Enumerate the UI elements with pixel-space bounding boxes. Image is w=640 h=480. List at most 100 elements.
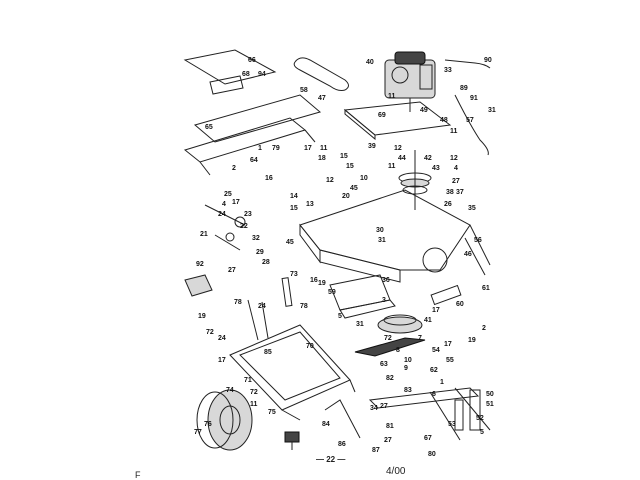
control-linkage (204, 204, 246, 251)
part-callout-86: 86 (338, 441, 346, 448)
part-callout-26: 26 (444, 201, 452, 208)
part-callout-17: 17 (304, 145, 312, 152)
part-callout-9: 9 (404, 365, 408, 372)
part-callout-53: 53 (448, 421, 456, 428)
part-callout-11: 11 (388, 93, 396, 100)
throttle-cable (444, 59, 491, 156)
part-callout-72: 72 (206, 329, 214, 336)
pulley-stack (398, 150, 432, 210)
part-callout-13: 13 (306, 201, 314, 208)
part-callout-61: 61 (482, 285, 490, 292)
part-callout-17: 17 (432, 307, 440, 314)
part-callout-70: 70 (306, 343, 314, 350)
part-callout-54: 54 (432, 347, 440, 354)
part-callout-24: 24 (258, 303, 266, 310)
part-callout-77: 77 (194, 429, 202, 436)
part-callout-58: 58 (300, 87, 308, 94)
foot-rod (324, 399, 361, 439)
front-axle (368, 387, 491, 441)
part-callout-45: 45 (350, 185, 358, 192)
engine-mount-plate (343, 101, 452, 141)
part-callout-63: 63 (380, 361, 388, 368)
part-callout-38: 38 (446, 189, 454, 196)
engine-assembly (384, 51, 436, 112)
part-callout-36: 36 (382, 277, 390, 284)
blade-spindle-assembly (354, 314, 426, 357)
part-callout-24: 24 (218, 211, 226, 218)
part-callout-12: 12 (450, 155, 458, 162)
part-callout-10: 10 (404, 357, 412, 364)
part-callout-50: 50 (486, 391, 494, 398)
part-callout-31: 31 (356, 321, 364, 328)
part-callout-79: 79 (272, 145, 280, 152)
part-callout-16: 16 (265, 175, 273, 182)
part-callout-27: 27 (452, 178, 460, 185)
part-callout-20: 20 (342, 193, 350, 200)
part-callout-30: 30 (376, 227, 384, 234)
part-callout-89: 89 (460, 85, 468, 92)
part-callout-68: 68 (242, 71, 250, 78)
part-callout-67: 67 (424, 435, 432, 442)
part-callout-73: 73 (290, 271, 298, 278)
part-callout-37: 37 (456, 189, 464, 196)
part-callout-92: 92 (196, 261, 204, 268)
part-callout-17: 17 (444, 341, 452, 348)
part-callout-82: 82 (386, 375, 394, 382)
part-callout-71: 71 (244, 377, 252, 384)
part-callout-17: 17 (218, 357, 226, 364)
part-callout-5: 5 (338, 313, 342, 320)
part-callout-83: 83 (404, 387, 412, 394)
part-callout-35: 35 (468, 205, 476, 212)
part-callout-16: 16 (310, 277, 318, 284)
part-callout-7: 7 (418, 335, 422, 342)
part-callout-78: 78 (234, 299, 242, 306)
part-callout-19: 19 (318, 280, 326, 287)
part-callout-19: 19 (198, 313, 206, 320)
part-callout-14: 14 (290, 193, 298, 200)
part-callout-1: 1 (258, 145, 262, 152)
part-callout-11: 11 (320, 145, 328, 152)
part-callout-72: 72 (384, 335, 392, 342)
part-callout-1: 1 (440, 379, 444, 386)
part-callout-59: 59 (328, 289, 336, 296)
part-callout-69: 69 (378, 112, 386, 119)
part-callout-2: 2 (232, 165, 236, 172)
part-callout-11: 11 (388, 163, 396, 170)
part-callout-76: 76 (204, 421, 212, 428)
part-callout-29: 29 (256, 249, 264, 256)
part-callout-4: 4 (454, 165, 458, 172)
part-callout-12: 12 (394, 145, 402, 152)
shift-lever-bracket (247, 277, 293, 341)
axle-tube (430, 284, 462, 306)
part-callout-5: 5 (480, 429, 484, 436)
part-callout-55: 55 (446, 357, 454, 364)
part-callout-18: 18 (318, 155, 326, 162)
part-callout-48: 48 (440, 117, 448, 124)
front-axle-bracket (329, 274, 396, 319)
part-callout-23: 23 (244, 211, 252, 218)
part-callout-56: 56 (474, 237, 482, 244)
part-callout-51: 51 (486, 401, 494, 408)
part-callout-45: 45 (286, 239, 294, 246)
deck-cover-plate (183, 49, 277, 95)
part-callout-4: 4 (222, 201, 226, 208)
part-callout-78: 78 (300, 303, 308, 310)
part-callout-87: 87 (372, 447, 380, 454)
rear-wheel (196, 389, 253, 451)
part-callout-75: 75 (268, 409, 276, 416)
part-callout-15: 15 (346, 163, 354, 170)
part-callout-27: 27 (228, 267, 236, 274)
part-callout-46: 46 (464, 251, 472, 258)
part-callout-84: 84 (322, 421, 330, 428)
part-callout-81: 81 (386, 423, 394, 430)
part-callout-31: 31 (488, 107, 496, 114)
part-callout-32: 32 (252, 235, 260, 242)
part-callout-31: 31 (378, 237, 386, 244)
reference-label: — 22 — (316, 455, 346, 464)
part-callout-3: 3 (382, 297, 386, 304)
part-callout-33: 33 (444, 67, 452, 74)
part-callout-17: 17 (232, 199, 240, 206)
